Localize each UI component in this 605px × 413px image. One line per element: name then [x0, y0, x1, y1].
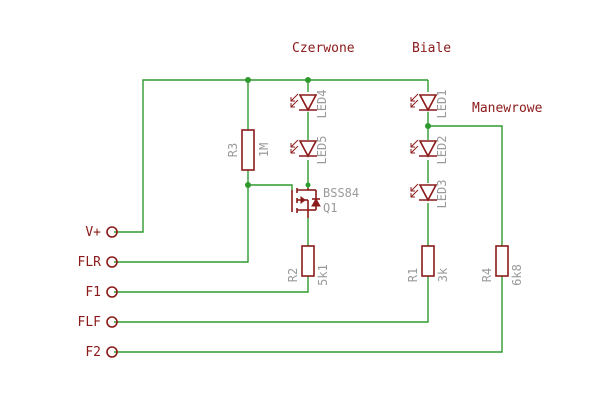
wire-vplus	[114, 79, 428, 233]
connectors: V+ FLR F1 FLF F2	[78, 225, 118, 360]
junction-gate	[245, 182, 251, 188]
q1-value: BSS84	[323, 186, 359, 200]
junction-led4-top	[305, 77, 311, 83]
led5-name: LED5	[315, 136, 329, 165]
wire-flf	[114, 276, 429, 323]
junction-r3-top	[245, 77, 251, 83]
q1-name: Q1	[323, 201, 337, 215]
resistor-r2[interactable]: R2 5k1	[286, 245, 330, 286]
resistor-r3[interactable]: R3 1M	[226, 129, 271, 171]
pin-f2-label: F2	[85, 345, 101, 360]
pin-f1-label: F1	[85, 285, 101, 300]
resistor-r4[interactable]: R4 6k8	[480, 245, 524, 286]
r1-name: R1	[406, 268, 420, 282]
r4-name: R4	[480, 268, 494, 282]
wires	[114, 77, 503, 353]
wire-gate	[248, 184, 293, 190]
resistor-r1[interactable]: R1 3k	[406, 245, 450, 282]
led-led2[interactable]: LED2	[410, 136, 449, 165]
pin-flr[interactable]	[106, 256, 118, 268]
led-led1[interactable]: LED1	[410, 90, 449, 119]
wire-f1	[114, 276, 309, 293]
led3-name: LED3	[435, 180, 449, 209]
group-label-red: Czerwone	[292, 41, 355, 56]
r3-value: 1M	[257, 143, 271, 157]
r2-name: R2	[286, 268, 300, 282]
led-led3[interactable]: LED3	[410, 180, 449, 209]
r4-value: 6k8	[510, 264, 524, 286]
group-label-shunting: Manewrowe	[472, 101, 543, 116]
pin-f1[interactable]	[106, 286, 118, 298]
pin-f2[interactable]	[106, 346, 118, 358]
pin-flr-label: FLR	[78, 255, 102, 270]
r3-name: R3	[226, 143, 240, 157]
wire-shunting	[428, 125, 503, 246]
led2-name: LED2	[435, 136, 449, 165]
wire-f2	[114, 276, 503, 353]
led-led4[interactable]: LED4	[290, 90, 329, 119]
r1-value: 3k	[436, 267, 450, 282]
junction-led1-led2	[425, 123, 431, 129]
pin-flf-label: FLF	[78, 315, 102, 330]
junction-drain	[305, 182, 311, 188]
led-led5[interactable]: LED5	[290, 136, 329, 165]
r2-value: 5k1	[316, 264, 330, 286]
mosfet-q1[interactable]: BSS84 Q1	[291, 186, 359, 218]
led4-name: LED4	[315, 90, 329, 119]
led1-name: LED1	[435, 90, 449, 119]
pin-vplus-label: V+	[85, 225, 101, 240]
wire-flr	[114, 185, 249, 263]
pin-vplus[interactable]	[106, 226, 118, 238]
group-label-white: Biale	[412, 41, 451, 56]
pin-flf[interactable]	[106, 316, 118, 328]
